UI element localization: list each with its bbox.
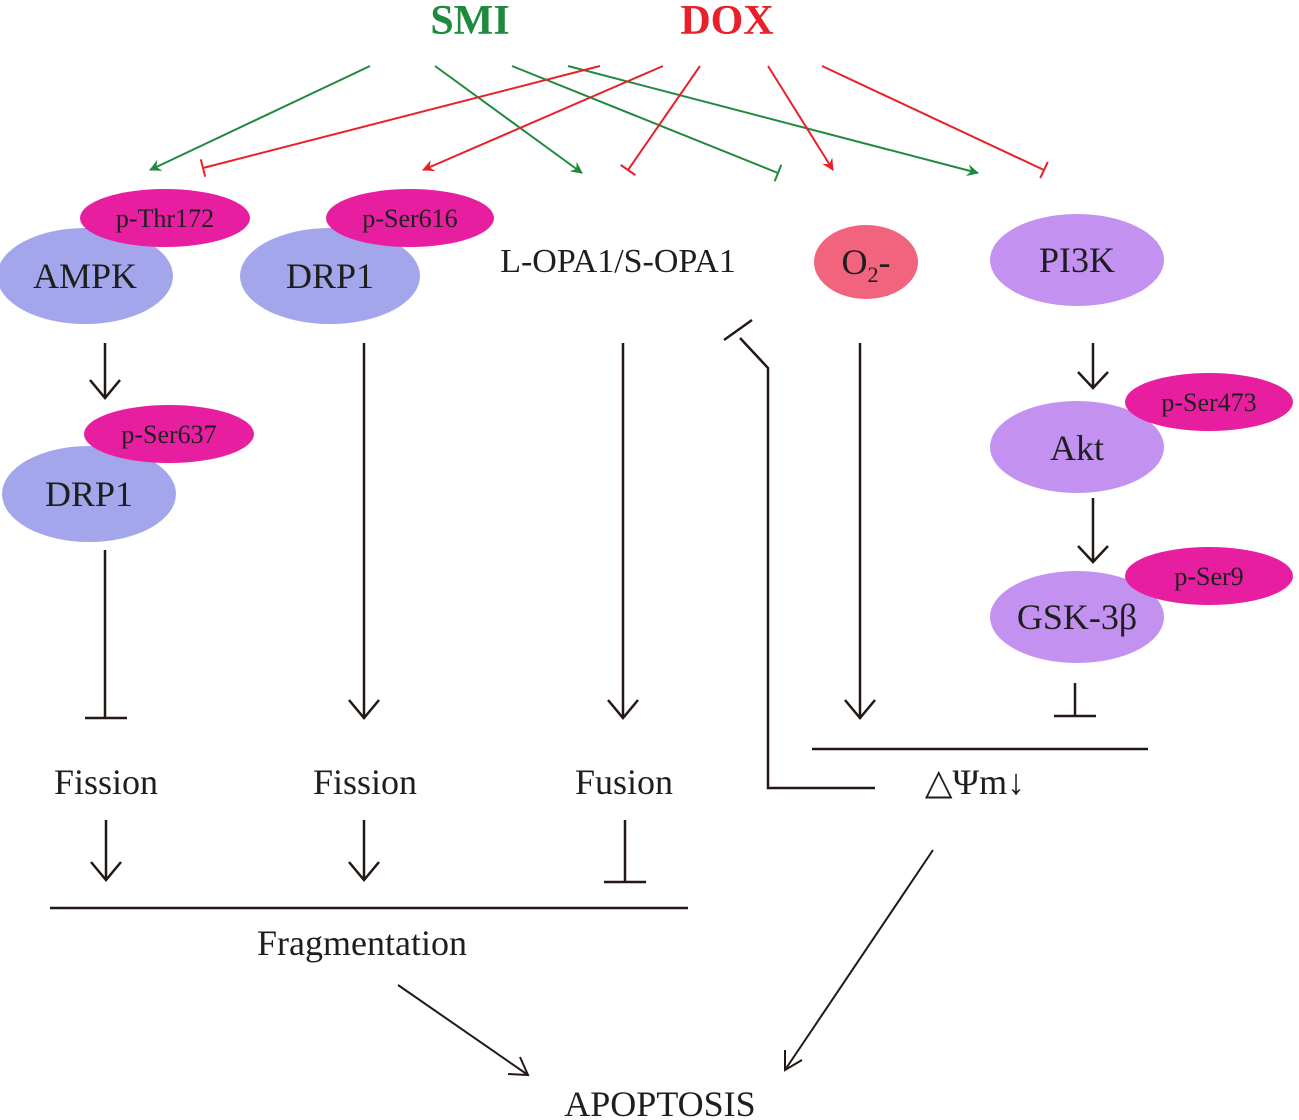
smi-to-opa1-arrow xyxy=(434,65,583,174)
apoptosis-label: APOPTOSIS xyxy=(564,1084,755,1120)
drp1-mid-label: DRP1 xyxy=(286,256,374,296)
p-ser9-badge xyxy=(1125,547,1293,605)
p-ser637-label: p-Ser637 xyxy=(121,420,216,449)
drp1-left-label: DRP1 xyxy=(45,474,133,514)
drp1-mid-arrowhead xyxy=(348,699,380,720)
fragmentation-label: Fragmentation xyxy=(257,923,467,963)
pi3k-label: PI3K xyxy=(1039,240,1115,280)
p-thr172-label: p-Thr172 xyxy=(116,204,214,233)
p-ser9-label: p-Ser9 xyxy=(1174,562,1243,591)
akt-node xyxy=(990,401,1164,493)
dox-inhibit-pi3k-tbar xyxy=(821,65,1049,179)
p-thr172-badge xyxy=(80,189,250,247)
dox-to-o2-arrow xyxy=(767,65,834,171)
dpsi-to-apoptosis-arrow xyxy=(784,849,934,1071)
delta-psi-label: △Ψm↓ xyxy=(925,762,1025,802)
frag-to-apoptosis-arrow xyxy=(397,984,529,1076)
gsk3b-node xyxy=(990,571,1164,663)
ampk-node xyxy=(0,228,173,324)
p-ser616-label: p-Ser616 xyxy=(362,204,457,233)
ampk-label: AMPK xyxy=(33,256,137,296)
smi-inhibit-opa1-tbar xyxy=(511,65,783,182)
dox-inhibit-opa1-tbar xyxy=(620,65,701,176)
dpsi-apoptosis-arrowhead xyxy=(784,1050,803,1072)
feedback-tbar xyxy=(723,318,753,342)
fission-left-arrowhead xyxy=(90,861,122,882)
pi3k-node xyxy=(990,214,1164,306)
p-ser616-badge xyxy=(326,189,494,247)
drp1-mid-node xyxy=(240,228,420,324)
opa1-label: L-OPA1/S-OPA1 xyxy=(500,243,736,280)
smi-to-pi3k-arrow xyxy=(567,65,979,177)
dox-label: DOX xyxy=(680,0,773,44)
opa1-arrowhead xyxy=(607,699,639,720)
o2-label: O2- xyxy=(842,242,891,287)
gsk3b-label: GSK-3β xyxy=(1017,597,1137,637)
p-ser473-label: p-Ser473 xyxy=(1161,388,1256,417)
ampk-to-drp1-arrowhead xyxy=(89,379,121,400)
fission-mid-label: Fission xyxy=(313,762,417,802)
p-ser637-badge xyxy=(84,405,254,463)
fission-left-label: Fission xyxy=(54,762,158,802)
frag-apoptosis-arrowhead xyxy=(507,1056,530,1077)
akt-arrowhead xyxy=(1077,545,1109,564)
dpsi-feedback-inhibit-opa1 xyxy=(739,337,875,790)
fusion-label: Fusion xyxy=(575,762,673,802)
dox-inhibit-ampk-tbar xyxy=(199,65,601,177)
pi3k-arrowhead xyxy=(1077,371,1109,390)
p-ser473-badge xyxy=(1125,373,1293,431)
drp1-left-node xyxy=(2,446,176,542)
o2-arrowhead xyxy=(844,699,876,720)
smi-label: SMI xyxy=(430,0,509,44)
smi-to-ampk-arrow xyxy=(149,65,371,171)
fission-mid-arrowhead xyxy=(348,861,380,882)
o2-node xyxy=(814,225,918,299)
akt-label: Akt xyxy=(1050,428,1104,468)
dox-to-drp1-arrow xyxy=(422,65,664,172)
